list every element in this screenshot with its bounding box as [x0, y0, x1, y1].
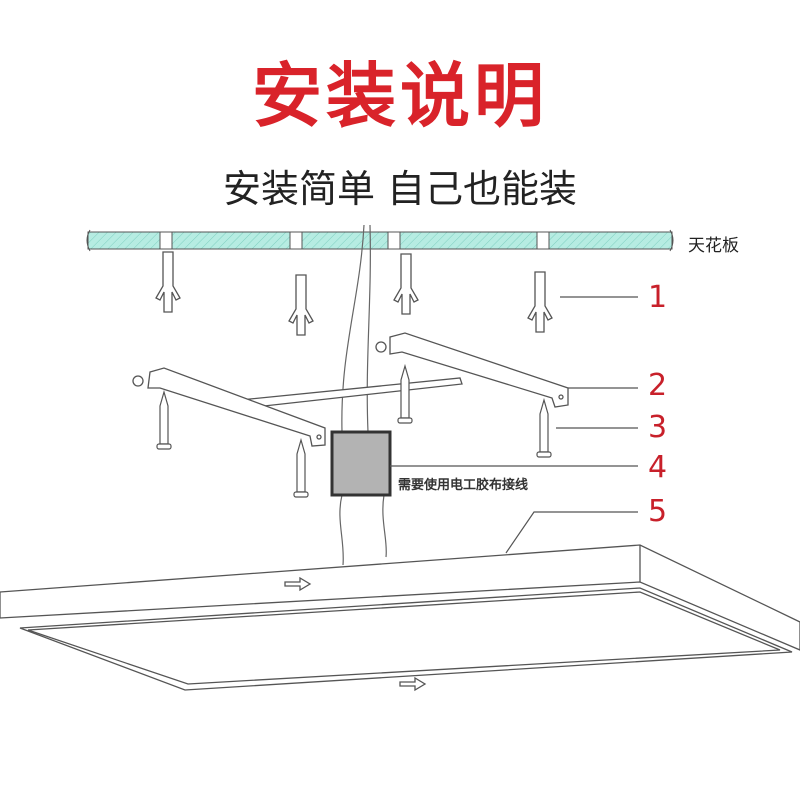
callout-2: 2 [648, 368, 668, 403]
anchor-icon [393, 253, 419, 315]
anchor-icon [527, 271, 553, 333]
screw-icon [397, 363, 413, 424]
callout-lines [390, 296, 638, 554]
arrow-icon [284, 576, 312, 592]
callout-3: 3 [648, 410, 668, 445]
page-subtitle: 安装简单 自己也能装 [222, 167, 578, 211]
callout-4: 4 [648, 450, 668, 485]
screw-icon [293, 437, 309, 498]
anchor-icon [155, 251, 181, 313]
mounting-bracket [132, 332, 569, 447]
arrow-icon [399, 676, 427, 692]
screw-icon [156, 389, 172, 450]
ceiling-panel [86, 229, 674, 252]
callout-1: 1 [648, 280, 668, 315]
callout-5: 5 [648, 494, 668, 529]
ceiling-lamp [0, 544, 800, 692]
anchor-icon [288, 274, 314, 336]
junction-box-caption: 需要使用电工胶布接线 [398, 478, 529, 493]
power-wires [339, 224, 387, 566]
junction-box [330, 430, 392, 497]
screws [156, 363, 552, 498]
wall-anchors [155, 251, 553, 336]
page-title: 安装说明 [252, 55, 548, 137]
screw-icon [536, 397, 552, 458]
ceiling-label: 天花板 [688, 236, 739, 256]
